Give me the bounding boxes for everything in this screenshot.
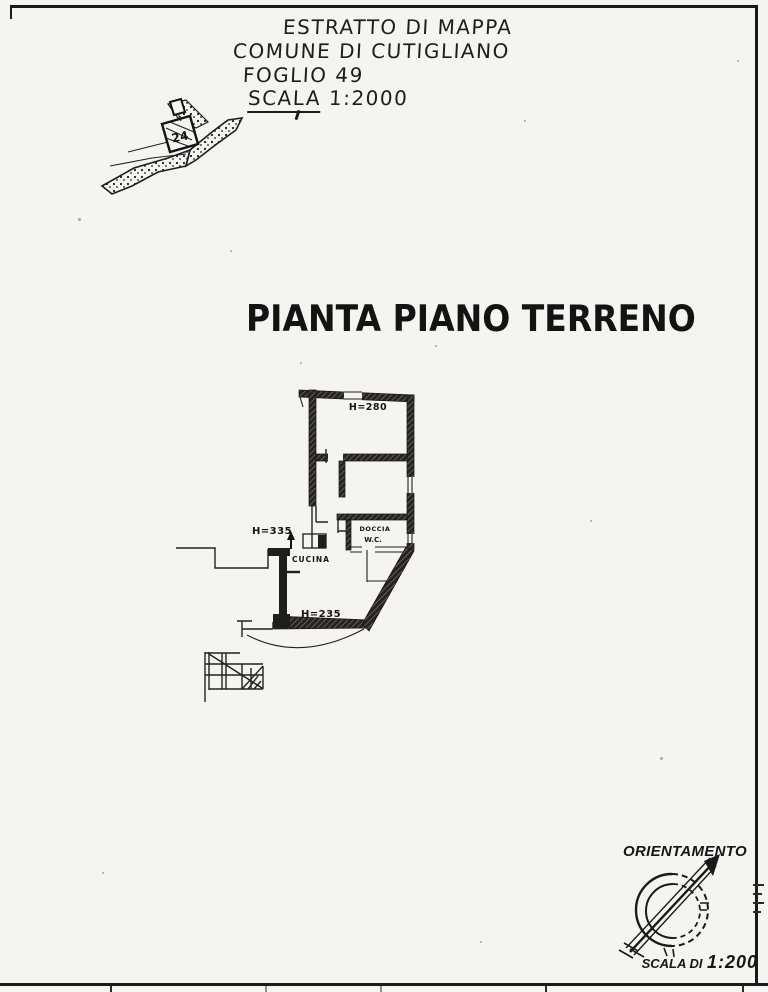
scan-speck [660,757,663,760]
kitchen-walls [268,546,415,632]
window-gap [344,387,362,404]
kitchen-corner [273,614,290,628]
exterior-walls [298,387,416,551]
parcel-annex [168,97,187,117]
scan-speck [480,941,482,943]
stipple-band [100,148,192,195]
titleblock-tick [110,986,112,992]
scale-note-label: SCALA DI [641,956,703,971]
scan-speck [78,218,81,221]
road-edge [109,153,187,167]
edge-mark [753,902,764,904]
window-lines [344,391,362,400]
interior-walls [315,449,408,582]
stair-lines [204,652,264,702]
window-gap [405,534,416,543]
scan-speck [300,362,302,364]
inner-circle-solid [645,883,674,939]
floor-plan: H=280 H=335 CUCINA DOCCIA W.C. H=235 [176,387,416,702]
door-jog-lines [311,506,328,535]
frame-bottom-line [0,983,768,986]
outer-circle-dashed [671,873,709,947]
header-line-3: FOGLIO 49 [242,63,365,87]
parcel-number: 24 [170,128,189,145]
diagonal-wall [361,546,415,632]
titleblock-tick [380,986,382,992]
map-sketch: 24 [100,97,244,195]
edge-mark [753,911,761,913]
neighbor-outline [176,547,269,569]
wall-right [406,394,415,551]
path-curve [246,628,365,649]
scale-note-value: 1:200 [706,952,758,972]
compass-ticks [663,902,709,958]
parcel-24: 24 [160,97,200,154]
threshold-dark [318,535,326,548]
edge-mark [753,893,762,895]
kitchen-top-wall [268,548,290,556]
label-shower: DOCCIA [360,525,391,533]
entry-arrow-head [287,531,295,540]
drawing-scale-note: SCALA DI 1:200 [628,952,758,973]
scan-speck [590,520,592,522]
label-wc: W.C. [364,536,382,544]
wc-bottom-lines [350,546,407,553]
kitchen-left-wall [279,551,287,629]
door-gap [328,452,343,463]
wall-top-hook [299,396,304,408]
wc-left-wall [345,519,352,551]
header-line-1: ESTRATTO DI MAPPA [282,15,514,39]
under-stair-lines [366,550,392,582]
label-height-top: H=280 [349,402,387,413]
arrow-head [704,854,720,876]
arrow-shaft-lines [625,857,717,956]
label-height-door: H=335 [252,526,292,537]
arrow-feathers [618,942,645,959]
partition-wc-top [336,513,408,521]
compass-rose [618,854,720,959]
plan-labels: H=280 H=335 CUCINA DOCCIA W.C. H=235 [252,402,391,620]
scan-speck [435,345,437,347]
frame-top-left-tick [10,5,12,19]
entry-doorway [302,506,328,549]
frame-right-line [755,5,758,985]
label-height-kitchen: H=235 [301,609,341,620]
scan-speck [230,250,232,252]
wall-left [308,389,317,507]
orientation-title: ORIENTAMENTO [623,843,747,860]
label-kitchen: CUCINA [292,555,330,564]
partition-stub [338,460,346,498]
scan-speck [102,872,104,874]
outer-circle-solid [634,872,673,948]
window-lines [407,477,413,493]
parcel-hatch [165,121,195,147]
scan-speck [737,60,739,62]
entry-step [237,620,274,637]
header-line-2: COMUNE DI CUTIGLIANO [232,39,511,63]
staircase [204,652,264,702]
titleblock-tick [265,986,267,992]
plan-title: PIANTA PIANO TERRENO [246,297,696,340]
titleblock-tick [545,986,547,992]
window-lines [407,534,413,543]
arrow-shaft [629,861,715,953]
parcel-annex-link [177,112,182,122]
titleblock-tick [742,986,744,992]
scan-speck [524,120,526,122]
surroundings [176,547,365,649]
header-scale-value: 1:2000 [328,86,409,110]
edge-mark [753,884,764,886]
stipple-band [184,116,244,168]
window-gap [405,477,416,493]
frame-top-line [10,5,758,8]
door-gap [362,545,375,554]
north-arrow [618,854,720,959]
